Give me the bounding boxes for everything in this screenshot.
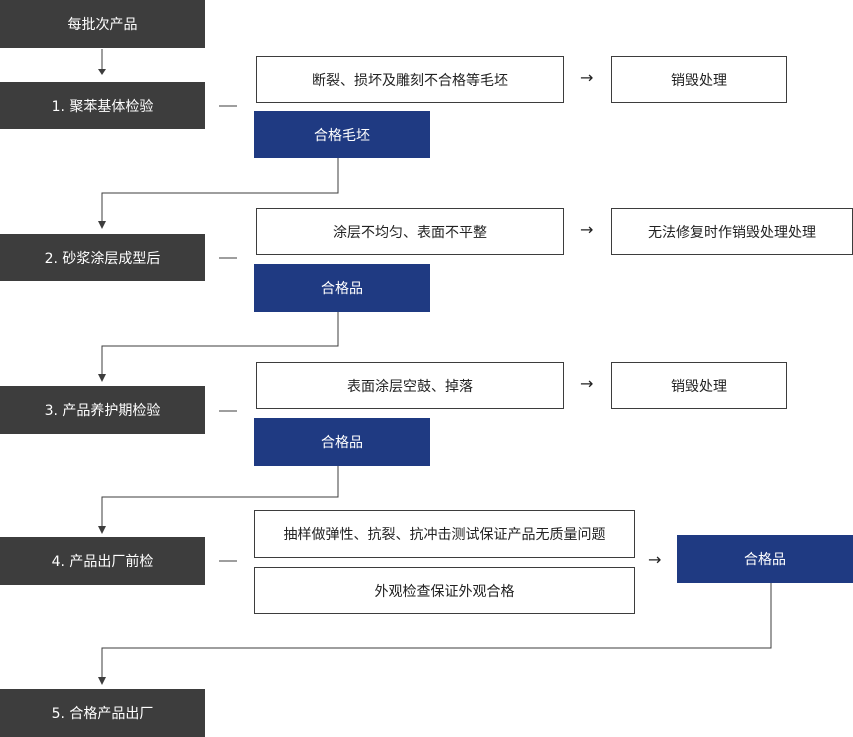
stage-1-box: 1. 聚苯基体检验 [0,82,205,129]
stage-2-action-box: 无法修复时作销毁处理处理 [611,208,853,255]
stage-2-defect-label: 涂层不均匀、表面不平整 [333,224,487,241]
stage-3-pass-label: 合格品 [321,435,363,451]
stage-2-defect-box: 涂层不均匀、表面不平整 [256,208,564,255]
arrow-right-icon: → [648,550,662,569]
stage-3-pass-box: 合格品 [254,418,430,466]
arrow-right-icon: → [580,220,594,239]
stage-4-test-2-box: 外观检查保证外观合格 [254,567,635,614]
stage-3-defect-box: 表面涂层空鼓、掉落 [256,362,564,409]
stage-1-pass-label: 合格毛坯 [314,127,370,144]
stage-2-pass-box: 合格品 [254,264,430,312]
stage-1-defect-label: 断裂、损坏及雕刻不合格等毛坯 [312,72,508,89]
stage-5-box: 5. 合格产品出厂 [0,689,205,737]
stage-4-test-2-label: 外观检查保证外观合格 [374,583,515,600]
stage-4-test-1-box: 抽样做弹性、抗裂、抗冲击测试保证产品无质量问题 [254,510,635,558]
stage-4-pass-box: 合格品 [677,535,853,583]
stage-3-box: 3. 产品养护期检验 [0,386,205,434]
stage-4-label: 4. 产品出厂前检 [51,554,154,570]
start-label: 每批次产品 [67,17,138,33]
stage-1-action-box: 销毁处理 [611,56,787,103]
stage-3-label: 3. 产品养护期检验 [44,403,161,419]
stage-4-test-1-label: 抽样做弹性、抗裂、抗冲击测试保证产品无质量问题 [283,527,606,543]
stage-1-pass-box: 合格毛坯 [254,111,430,158]
stage-5-label: 5. 合格产品出厂 [51,706,154,722]
stage-1-label: 1. 聚苯基体检验 [51,98,154,115]
stage-1-action-label: 销毁处理 [671,72,727,89]
stage-2-box: 2. 砂浆涂层成型后 [0,234,205,281]
stage-2-action-label: 无法修复时作销毁处理处理 [648,224,816,241]
arrow-right-icon: → [580,68,594,87]
stage-2-label: 2. 砂浆涂层成型后 [44,250,161,267]
stage-3-action-label: 销毁处理 [671,378,727,395]
stage-4-box: 4. 产品出厂前检 [0,537,205,585]
start-box: 每批次产品 [0,0,205,48]
stage-2-pass-label: 合格品 [321,281,363,297]
stage-3-action-box: 销毁处理 [611,362,787,409]
stage-3-defect-label: 表面涂层空鼓、掉落 [347,378,473,395]
stage-1-defect-box: 断裂、损坏及雕刻不合格等毛坯 [256,56,564,103]
stage-4-pass-label: 合格品 [744,552,786,568]
arrow-right-icon: → [580,374,594,393]
